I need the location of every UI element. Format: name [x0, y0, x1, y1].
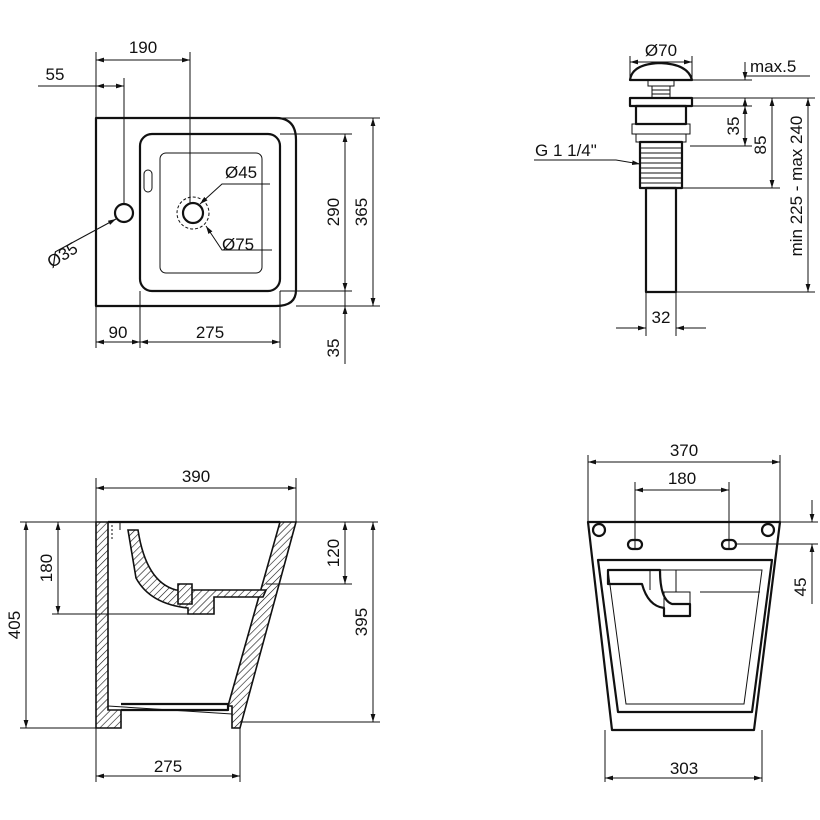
dim-max5: max.5 — [750, 57, 796, 76]
faucet-hole — [113, 202, 135, 224]
side-view: 390 405 180 120 395 275 — [5, 467, 380, 782]
dim-o35: Ø35 — [44, 239, 81, 272]
back-trap — [606, 568, 692, 618]
back-inner-outer — [596, 558, 774, 714]
dim-85: 85 — [751, 136, 770, 155]
drain-inner — [181, 201, 205, 225]
drain-outer — [176, 196, 210, 230]
dim-275-top: 275 — [196, 323, 224, 342]
dim-range: min 225 - max 240 — [787, 116, 806, 257]
basin-outline — [94, 116, 298, 308]
dim-190: 190 — [129, 38, 157, 57]
dim-370: 370 — [670, 441, 698, 460]
dim-303: 303 — [670, 759, 698, 778]
dim-180-back: 180 — [668, 469, 696, 488]
dim-120: 120 — [324, 539, 343, 567]
back-outline — [586, 520, 782, 732]
dim-290: 290 — [324, 198, 343, 226]
drain-cap — [628, 61, 694, 82]
dim-o70: Ø70 — [645, 41, 677, 60]
drain-pipe — [644, 186, 678, 294]
side-bowl — [127, 529, 268, 615]
dim-o45: Ø45 — [225, 163, 257, 182]
top-view: 190 55 Ø35 Ø45 Ø75 290 365 90 275 — [38, 38, 380, 364]
dim-395: 395 — [352, 608, 371, 636]
bowl-outer — [138, 132, 282, 293]
dim-390: 390 — [182, 467, 210, 486]
drain-flange — [628, 96, 694, 108]
overflow-slot — [143, 169, 153, 193]
dim-32: 32 — [652, 308, 671, 327]
dim-55: 55 — [46, 65, 65, 84]
drain-view: Ø70 max.5 35 85 min 225 - max 240 G 1 1/… — [534, 41, 815, 336]
side-back-wall — [95, 521, 122, 729]
dim-275-side: 275 — [154, 757, 182, 776]
dim-45: 45 — [791, 578, 810, 597]
side-front-wall — [226, 521, 298, 729]
dim-o75: Ø75 — [222, 235, 254, 254]
dim-180-side: 180 — [37, 554, 56, 582]
bowl-inner — [159, 152, 263, 274]
back-hole-right — [760, 522, 776, 538]
dim-35-drain: 35 — [724, 117, 743, 136]
back-inner — [607, 569, 763, 705]
dim-90: 90 — [109, 323, 128, 342]
dim-405: 405 — [5, 611, 24, 639]
back-view: 370 180 45 303 — [586, 441, 818, 782]
dim-35-top: 35 — [324, 339, 343, 358]
thread-label: G 1 1/4" — [535, 141, 597, 160]
back-hole-left — [591, 522, 607, 538]
dim-365: 365 — [352, 198, 371, 226]
drain-thread — [638, 140, 684, 190]
